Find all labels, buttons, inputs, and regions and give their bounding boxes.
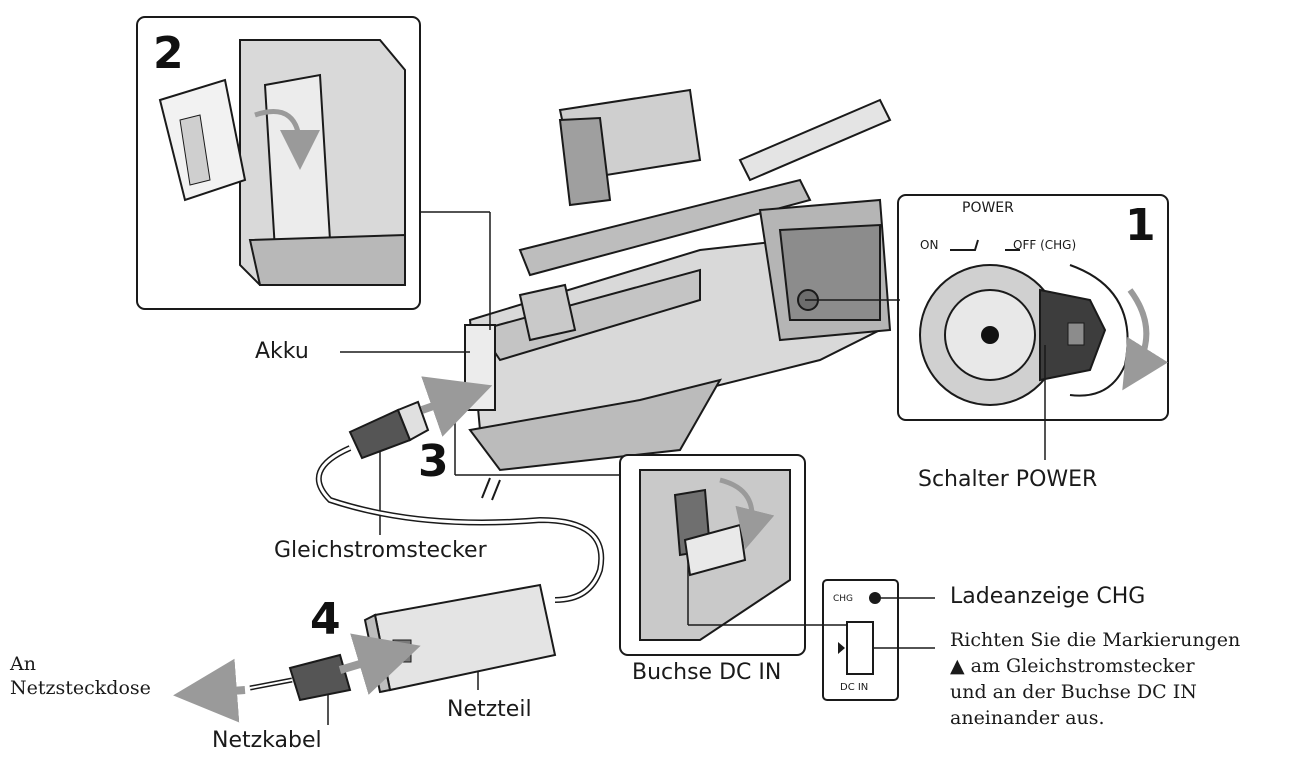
label-power-switch: Schalter POWER <box>918 467 1098 492</box>
ac-adapter <box>363 583 557 694</box>
dc-cable <box>315 445 605 603</box>
power-dial-on: ON <box>920 238 939 252</box>
step-4-number: 4 <box>310 594 341 645</box>
label-adapter: Netzteil <box>447 697 532 722</box>
instruction-line-4: aneinander aus. <box>950 707 1105 729</box>
step-1-number: 1 <box>1125 200 1156 251</box>
label-outlet-line1: An <box>10 653 36 675</box>
camcorder <box>464 88 892 472</box>
inset-dc-in <box>619 454 806 656</box>
label-akku: Akku <box>255 339 309 364</box>
inset-battery <box>136 16 421 310</box>
step-2-number: 2 <box>153 28 184 79</box>
inset-power-dial <box>897 194 1169 460</box>
step-3-number: 3 <box>418 436 449 487</box>
instruction-line-1: Richten Sie die Markierungen <box>950 629 1241 651</box>
power-dial-off: OFF (CHG) <box>1013 238 1077 252</box>
power-cord <box>173 633 421 723</box>
dc-in-small-mark: DC IN <box>840 682 868 693</box>
power-dial-title: POWER <box>962 200 1014 216</box>
label-dc-in-jack: Buchse DC IN <box>632 660 782 685</box>
label-outlet-line2: Netzsteckdose <box>10 677 151 699</box>
dc-plug <box>348 376 493 460</box>
instruction-line-3: und an der Buchse DC IN <box>950 681 1197 703</box>
label-power-cord: Netzkabel <box>212 728 322 753</box>
label-dc-plug: Gleichstromstecker <box>274 538 487 563</box>
jack-mark-panel: DC IN CHG <box>822 579 899 701</box>
instruction-line-2: ▲ am Gleichstromstecker <box>950 655 1195 677</box>
chg-small-mark: CHG <box>833 594 853 604</box>
label-charge-lamp: Ladeanzeige CHG <box>950 584 1146 609</box>
